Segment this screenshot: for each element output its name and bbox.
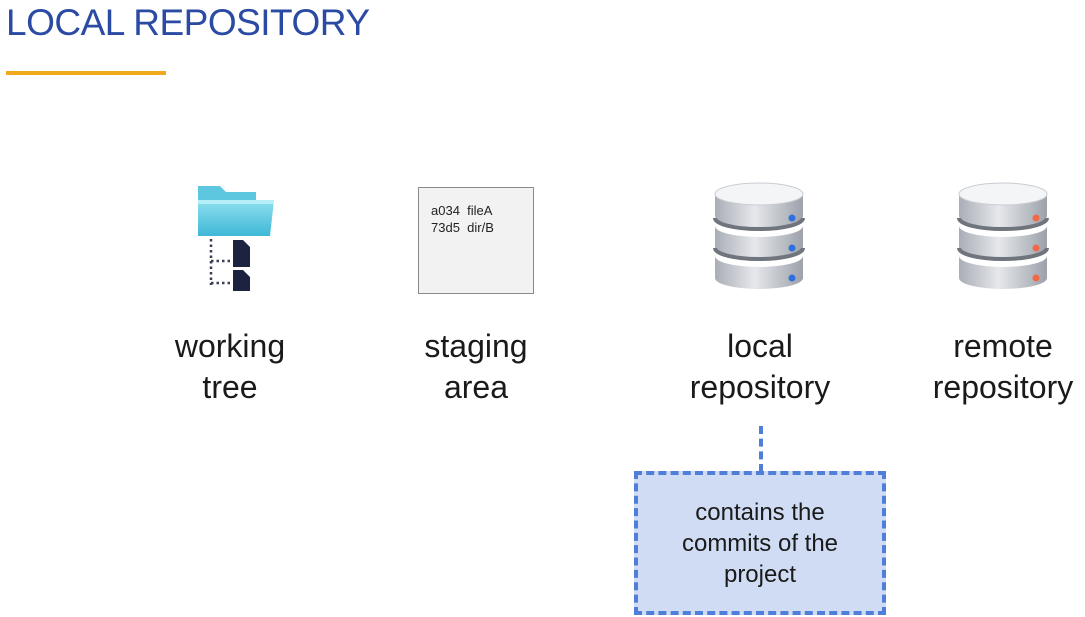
index-entry: 73d5 dir/B (431, 220, 494, 235)
callout-connector (759, 426, 763, 472)
local-database-icon (713, 182, 805, 289)
working-tree-label: working tree (174, 328, 286, 405)
status-dot (788, 214, 796, 222)
status-dot (1032, 214, 1040, 222)
status-dot (788, 274, 796, 282)
status-dot (1032, 274, 1040, 282)
remote-database-icon (957, 182, 1049, 289)
callout-box: contains the commits of the project (634, 471, 886, 615)
slide-title: LOCAL REPOSITORY (6, 2, 370, 43)
staging-area-label: staging area (424, 328, 528, 405)
callout-line: commits of the (681, 529, 839, 557)
title-underline (6, 71, 166, 75)
status-dot (1032, 244, 1040, 252)
callout-line: project (723, 560, 797, 588)
local-repository-label: local repository (689, 328, 831, 405)
index-file-icon: a034 fileA 73d5 dir/B (418, 187, 534, 294)
remote-repository-label: remote repository (932, 328, 1074, 405)
status-dot (788, 244, 796, 252)
folder-tree-icon (198, 186, 274, 291)
callout-line: contains the (695, 498, 825, 526)
index-entry: a034 fileA (431, 203, 493, 218)
